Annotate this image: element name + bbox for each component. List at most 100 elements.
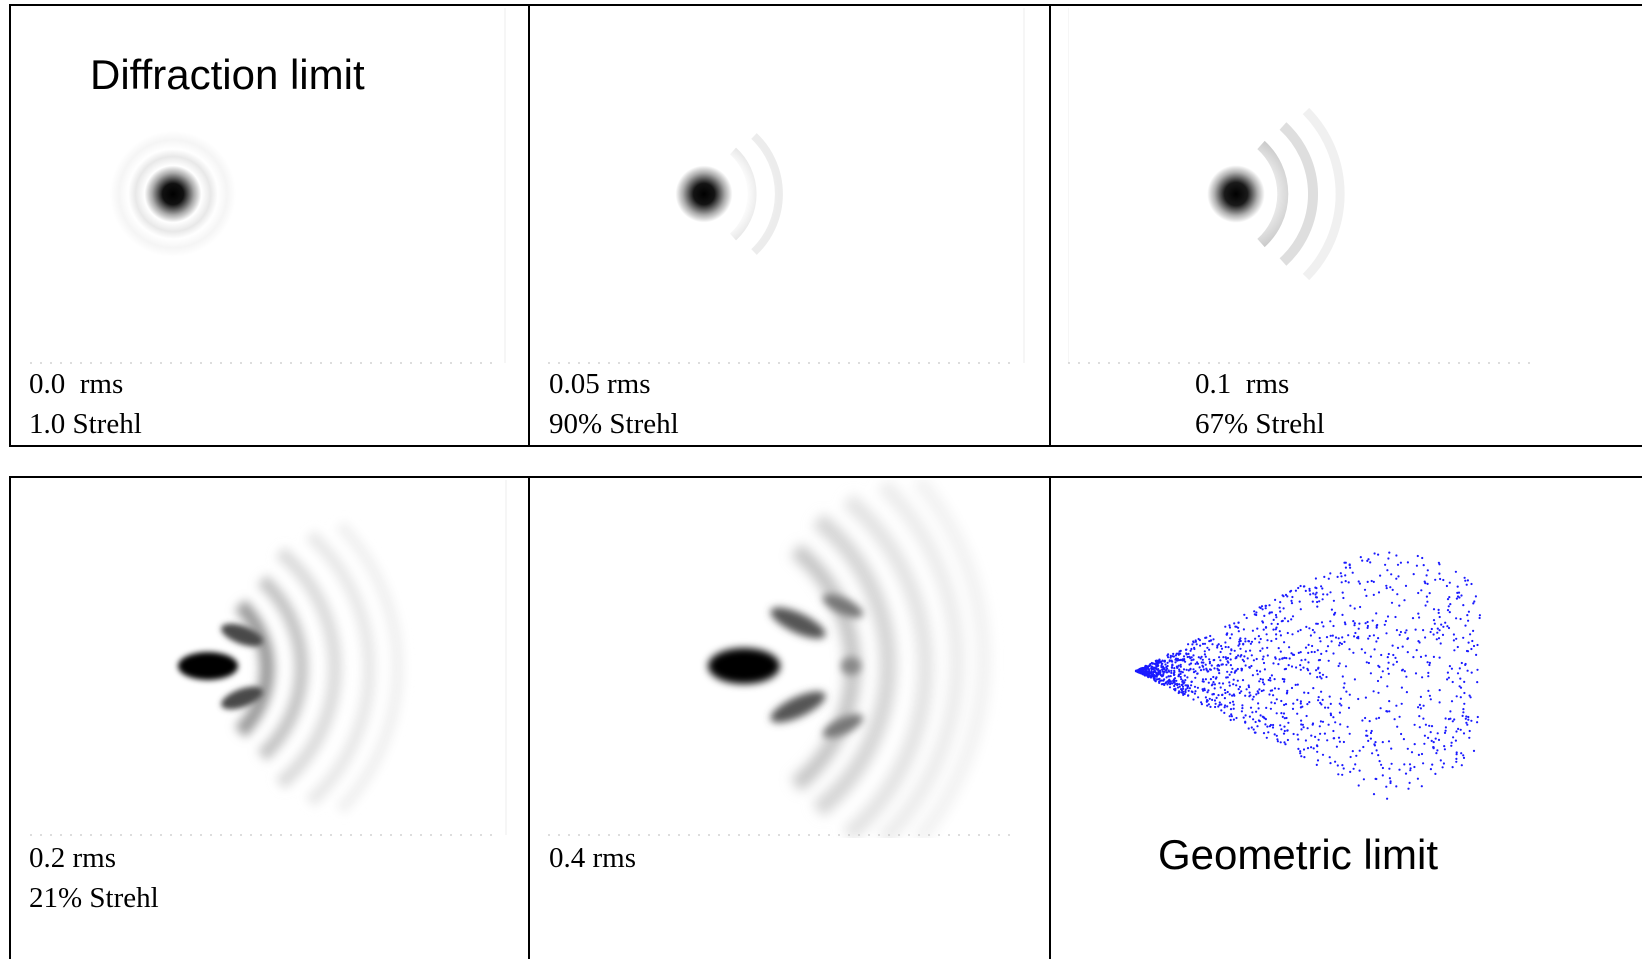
spot-point xyxy=(1343,682,1346,685)
spot-point xyxy=(1273,702,1276,705)
spot-point xyxy=(1241,707,1244,710)
spot-point xyxy=(1405,629,1408,632)
spot-point xyxy=(1267,731,1270,734)
spot-point xyxy=(1256,690,1259,693)
spot-point xyxy=(1320,677,1323,680)
spot-point xyxy=(1176,686,1180,689)
spot-point xyxy=(1288,646,1291,649)
spot-point xyxy=(1469,696,1472,699)
spot-point xyxy=(1181,683,1184,686)
spot-point xyxy=(1187,669,1190,672)
spot-point xyxy=(1224,704,1227,707)
spot-point xyxy=(1409,767,1412,770)
spot-point xyxy=(1177,664,1180,667)
spot-point xyxy=(1192,698,1195,701)
spot-point xyxy=(1306,747,1310,750)
spot-point xyxy=(1417,591,1420,595)
spot-point xyxy=(1395,554,1398,557)
spot-point xyxy=(1426,569,1429,572)
spot-point xyxy=(1247,727,1250,730)
spot-point xyxy=(1183,681,1186,684)
spot-point xyxy=(1361,719,1364,722)
spot-point xyxy=(1399,630,1402,634)
spot-point xyxy=(1375,717,1378,720)
spot-point xyxy=(1447,605,1450,608)
spot-point xyxy=(1462,732,1466,735)
spot-point xyxy=(1426,582,1429,585)
spot-point xyxy=(1281,715,1284,718)
spot-point xyxy=(1297,586,1300,590)
spot-point xyxy=(1472,749,1476,752)
spot-point xyxy=(1447,676,1450,679)
spot-point xyxy=(1225,663,1228,666)
spot-point xyxy=(1171,660,1174,663)
spot-point xyxy=(1315,763,1318,766)
spot-point xyxy=(1167,653,1170,656)
spot-point xyxy=(1398,768,1401,771)
spot-point xyxy=(1468,694,1471,697)
spot-point xyxy=(1283,678,1286,681)
spot-point xyxy=(1238,642,1241,646)
spot-point xyxy=(1279,634,1282,637)
spot-point xyxy=(1265,633,1268,636)
spot-point xyxy=(1364,622,1367,625)
spot-point xyxy=(1282,712,1286,715)
spot-point xyxy=(1416,777,1419,780)
spot-point xyxy=(1390,747,1393,750)
spot-point xyxy=(1225,633,1228,636)
spot-point xyxy=(1274,598,1277,601)
spot-point xyxy=(1343,640,1346,643)
spot-point xyxy=(1209,678,1212,681)
spot-point xyxy=(1171,655,1174,658)
spot-point xyxy=(1283,703,1286,706)
spot-point xyxy=(1327,723,1330,726)
spot-point xyxy=(1169,680,1172,683)
spot-point xyxy=(1297,651,1300,654)
spot-point xyxy=(1332,716,1335,719)
spot-point xyxy=(1176,666,1179,669)
spot-point xyxy=(1238,640,1241,643)
spot-point xyxy=(1463,691,1466,695)
spot-point xyxy=(1424,604,1427,607)
spot-point xyxy=(1420,589,1423,592)
spot-point xyxy=(1187,694,1190,697)
spot-point xyxy=(1325,636,1329,639)
spot-point xyxy=(1434,737,1437,740)
spot-point xyxy=(1189,662,1193,665)
spot-point xyxy=(1186,655,1189,659)
spot-point xyxy=(1326,645,1330,648)
spot-point xyxy=(1378,760,1381,763)
spot-point xyxy=(1244,640,1247,643)
spot-point xyxy=(1366,734,1369,737)
spot-point xyxy=(1311,723,1314,726)
strehl-label-4: 21% Strehl xyxy=(29,882,159,914)
spot-point xyxy=(1286,691,1289,694)
spot-point xyxy=(1319,732,1322,735)
spot-point xyxy=(1162,679,1165,682)
spot-point xyxy=(1326,593,1329,596)
spot-point xyxy=(1476,721,1479,724)
spot-point xyxy=(1165,665,1168,669)
spot-point xyxy=(1172,672,1175,675)
spot-point xyxy=(1276,738,1279,741)
spot-point xyxy=(1406,637,1410,640)
spot-point xyxy=(1461,714,1464,717)
spot-point xyxy=(1161,662,1164,665)
spot-point xyxy=(1197,696,1200,699)
spot-point xyxy=(1268,604,1271,607)
spot-point xyxy=(1263,668,1266,671)
spot-point xyxy=(1262,655,1265,658)
spot-point xyxy=(1347,581,1350,584)
spot-point xyxy=(1459,686,1463,689)
spot-point xyxy=(1398,715,1401,718)
spot-point xyxy=(1158,658,1161,661)
spot-point xyxy=(1283,729,1286,733)
top-row-frame xyxy=(9,4,1642,447)
spot-point xyxy=(1187,643,1190,646)
spot-point xyxy=(1304,589,1307,592)
spot-point xyxy=(1260,689,1263,693)
spot-point xyxy=(1261,658,1264,661)
spot-point xyxy=(1242,716,1245,719)
spot-point xyxy=(1298,600,1301,603)
spot-point xyxy=(1271,726,1275,729)
